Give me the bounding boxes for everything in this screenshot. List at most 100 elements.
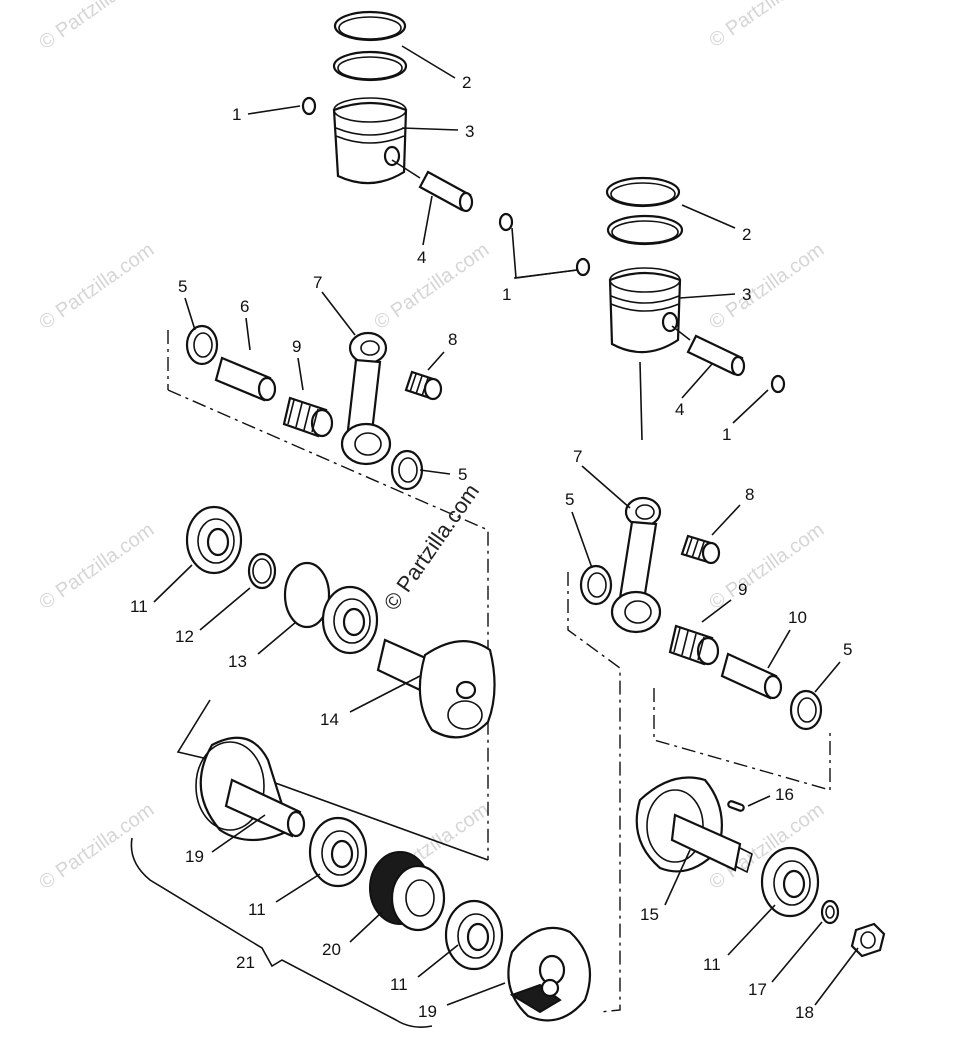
leader-line <box>727 904 776 956</box>
callout-c1c: 1 <box>722 389 769 444</box>
callout-c5d: 5 <box>814 640 852 693</box>
piston-pin-left <box>418 170 474 213</box>
callout-number: 5 <box>565 490 574 509</box>
nut-18 <box>850 922 886 958</box>
connecting-rod-left <box>340 331 392 466</box>
callout-number: 8 <box>448 330 457 349</box>
thrust-washer-right-a <box>579 564 613 606</box>
leader-line <box>422 195 433 246</box>
main-bearing-11c <box>760 846 820 918</box>
piston-ring-upper-left <box>333 10 407 42</box>
crank-pin-right <box>720 652 783 700</box>
thrust-washer-left-a <box>185 324 219 366</box>
callout-c12: 12 <box>175 587 251 646</box>
circlip-right-a <box>575 257 591 277</box>
callout-number: 9 <box>738 580 747 599</box>
leader-line <box>446 982 506 1006</box>
callout-c5a: 5 <box>178 277 196 331</box>
leader-line <box>581 465 631 509</box>
circlip-left-a <box>301 96 317 116</box>
watermark-layer: © Partzilla.com © Partzilla.com © Partzill… <box>35 0 828 894</box>
callout-c14: 14 <box>320 675 421 729</box>
callout-number: 15 <box>640 905 659 924</box>
callout-c3b: 3 <box>679 285 751 304</box>
callout-number: 20 <box>322 940 341 959</box>
callout-c19a: 19 <box>185 814 266 866</box>
callout-number: 11 <box>248 900 266 919</box>
callout-number: 4 <box>675 400 684 419</box>
needle-bearing-right-big <box>668 624 720 666</box>
callout-c13: 13 <box>228 621 297 671</box>
crank-pin-left <box>214 356 277 402</box>
callout-c4b: 4 <box>675 363 713 419</box>
callout-number: 1 <box>502 285 511 304</box>
callout-number: 6 <box>240 297 249 316</box>
callout-c5b: 5 <box>419 465 467 484</box>
crankshaft-flywheel-19a <box>195 736 306 841</box>
leader-line <box>513 269 578 279</box>
callout-c18: 18 <box>795 947 859 1022</box>
callout-c11b: 11 <box>248 873 321 919</box>
callout-c10: 10 <box>767 608 807 669</box>
leader-line <box>401 45 456 79</box>
callout-number: 3 <box>465 122 474 141</box>
callout-number: 21 <box>236 953 255 972</box>
crankshaft-flywheel-15 <box>635 776 753 874</box>
leader-line <box>701 599 732 623</box>
callout-number: 11 <box>703 955 721 974</box>
watermark-text: © Partzilla.com <box>35 239 158 334</box>
piston-ring-upper-right <box>605 176 681 208</box>
leader-line <box>199 587 251 631</box>
leader-line <box>417 944 459 978</box>
connecting-rod-right <box>610 496 662 634</box>
piston-right <box>608 267 682 354</box>
callout-number: 17 <box>748 980 767 999</box>
callout-c11d: 11 <box>390 944 459 994</box>
callout-number: 11 <box>390 975 408 994</box>
callout-number: 7 <box>313 273 322 292</box>
callout-c2a: 2 <box>401 45 471 92</box>
leader-line <box>732 389 769 424</box>
callout-c21: 21 <box>236 953 255 972</box>
leader-line <box>747 795 771 807</box>
labyrinth-seal-20 <box>369 851 446 932</box>
callout-c20: 20 <box>322 911 383 959</box>
leader-line <box>211 814 266 853</box>
callout-number: 19 <box>418 1002 437 1021</box>
callout-c3a: 3 <box>401 122 474 141</box>
snap-ring-12 <box>247 552 277 590</box>
callout-number: 2 <box>742 225 751 244</box>
watermark-text: © Partzilla.com <box>35 0 158 54</box>
leader-line <box>419 469 451 475</box>
watermark-text: © Partzilla.com <box>705 0 828 52</box>
leader-line <box>184 297 196 331</box>
callout-number: 2 <box>462 73 471 92</box>
callout-c9a: 9 <box>292 337 304 391</box>
leader-line <box>349 675 421 713</box>
leader-line <box>297 357 304 391</box>
callout-c8b: 8 <box>711 485 754 536</box>
callout-c5c: 5 <box>565 490 593 569</box>
callout-number: 5 <box>843 640 852 659</box>
leader-line <box>427 351 445 371</box>
callout-c4a: 4 <box>417 195 433 267</box>
watermark-center: © Partzilla.com <box>379 479 485 615</box>
callout-number: 4 <box>417 248 426 267</box>
callout-number: 5 <box>178 277 187 296</box>
leader-line <box>711 504 741 536</box>
thrust-washer-left-b <box>390 449 424 491</box>
watermark-text: © Partzilla.com <box>705 519 828 614</box>
piston-left <box>332 97 408 185</box>
piston-pin-right <box>686 334 746 377</box>
leader-line <box>245 317 251 351</box>
callout-number: 12 <box>175 627 194 646</box>
leader-line <box>771 921 823 983</box>
lock-washer-17 <box>820 899 840 925</box>
main-bearing-left-top <box>185 505 243 575</box>
callout-number: 13 <box>228 652 247 671</box>
callout-c8a: 8 <box>427 330 457 371</box>
leader-line <box>679 293 736 299</box>
callout-number: 10 <box>788 608 807 627</box>
